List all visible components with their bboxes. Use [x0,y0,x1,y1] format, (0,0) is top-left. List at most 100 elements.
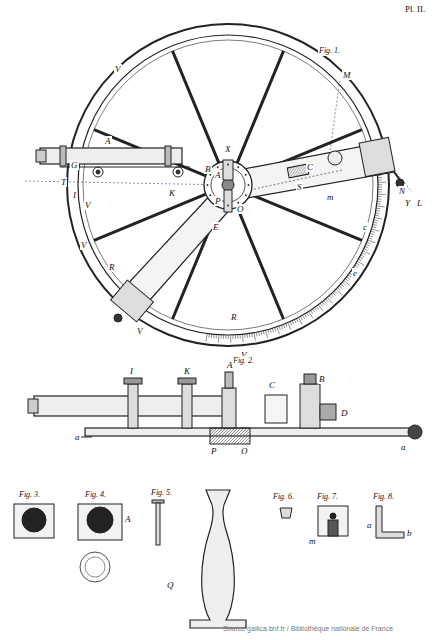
scale-tick [376,210,380,212]
part-letter: B [318,374,326,384]
scale-tick [225,335,226,339]
scale-tick [211,334,212,338]
part-letter: Y [404,198,411,208]
scale-tick [249,333,251,337]
part-letter: R [108,262,116,272]
part-letter: C [306,162,314,172]
scale-tick [292,321,294,325]
figure-number: Fig. 7. [316,492,339,502]
scale-tick [275,328,276,332]
scale-tick [298,317,302,324]
scale-tick [235,335,236,339]
scale-tick [260,331,262,335]
scale-tick [279,326,280,330]
scale-tick [213,334,214,338]
source-note: Source gallica.bnf.fr / Bibliothèque nat… [222,624,394,634]
scale-tick [378,179,382,180]
part-letter: P [210,446,218,456]
scale-tick [331,294,334,297]
figure-number: Fig. 3. [18,490,41,500]
scale-tick [318,305,323,311]
part-letter: D [340,408,349,418]
hub-screw [209,194,211,196]
scale-tick [270,329,271,333]
scale-tick [373,222,377,224]
hub-screw [245,194,247,196]
scale-tick [290,322,292,326]
part-letter: m [308,536,317,546]
scale-tick [362,253,366,255]
part-letter: a [74,432,81,442]
figure-number: Fig. 6. [272,492,295,502]
scale-tick [244,334,245,338]
scale-tick [377,201,381,202]
scale-tick [370,233,374,234]
hub-screw [207,184,209,186]
scale-tick [322,302,325,305]
scale-tick [300,316,302,320]
scale-tick [254,333,255,341]
scale-tick [272,328,273,332]
part-letter: c [362,222,368,232]
hub-screw [245,174,247,176]
scale-tick [377,198,381,199]
part-letter: L [416,198,423,208]
scale-tick [371,229,379,231]
part-letter: K [168,188,176,198]
scale-tick [378,194,386,195]
part-letter: a [400,442,407,452]
scale-tick [314,308,316,311]
part-letter: e [352,268,358,278]
scale-tick [305,314,307,317]
scale-tick [206,334,207,342]
scale-tick [378,182,386,183]
scale-tick [313,309,315,312]
scale-tick [371,231,375,232]
part-letter: K [183,366,191,376]
scale-tick [369,236,373,237]
part-letter: E [212,222,220,232]
part-letter: V [84,200,92,210]
hub-screw [217,166,219,168]
part-letter: A [104,136,112,146]
scale-tick [342,282,345,285]
part-letter: T [60,177,67,187]
part-letter: A [226,360,234,370]
part-letter: X [224,144,232,154]
scale-tick [378,189,382,190]
scale-tick [361,255,365,257]
part-letter: b [406,528,413,538]
scale-tick [208,334,209,338]
scale-tick [372,227,376,228]
scale-tick [237,335,238,339]
scale-tick [334,291,337,294]
scale-tick [251,333,253,337]
scale-tick [256,332,258,336]
scale-tick [230,335,231,343]
hub-screw [227,205,229,207]
scale-tick [258,332,260,336]
scale-tick [356,263,359,265]
wheel-spoke [250,194,362,240]
part-letter: V [136,326,144,336]
part-letter: m [326,192,335,202]
scale-tick [307,313,309,316]
figure-number: Fig. 2. [232,356,255,366]
scale-tick [377,203,381,204]
scale-tick [368,240,375,243]
part-letter: A [214,170,222,180]
scale-tick [218,335,219,343]
part-letter: R [230,312,238,322]
wheel-spoke [237,207,283,319]
hub-screw [227,164,229,166]
scale-tick [373,224,377,225]
part-letter: N [398,186,406,196]
scale-tick [277,327,280,335]
plate-number: Pl. II. [404,4,426,14]
scale-tick [281,325,282,329]
scale-tick [378,191,382,192]
scale-tick [378,177,382,178]
scale-tick [358,259,361,261]
scale-tick [309,312,313,319]
